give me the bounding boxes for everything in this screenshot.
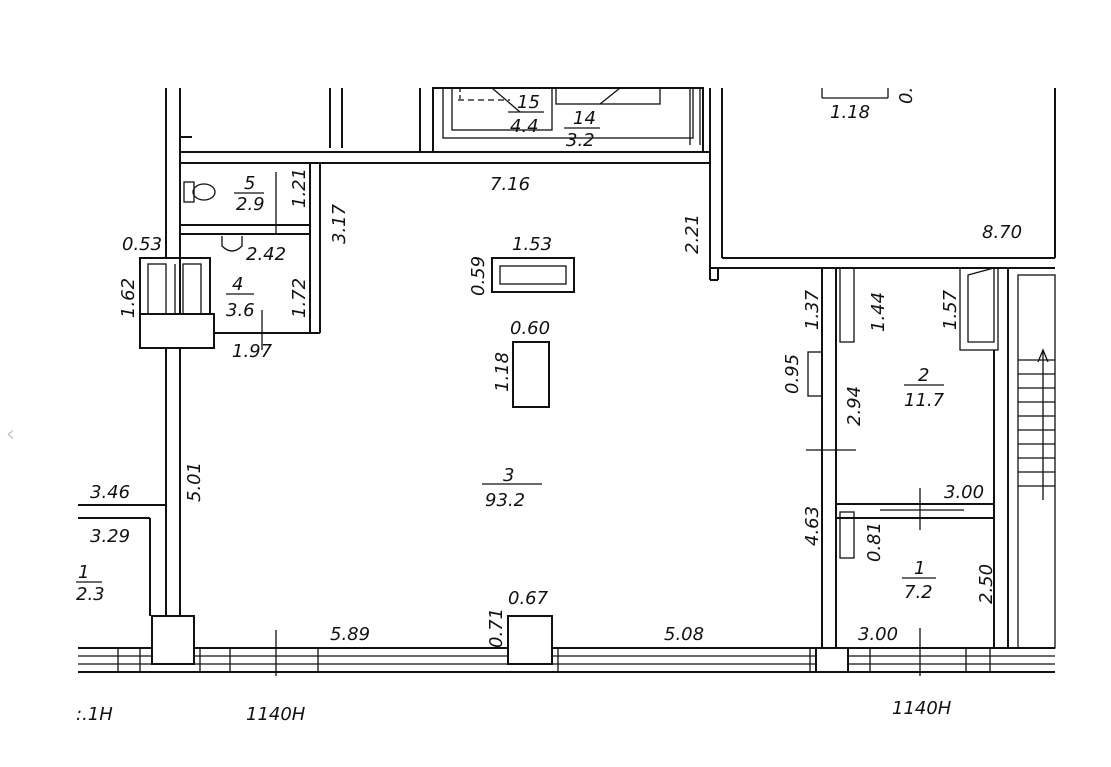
- dim-0-53: 0.53: [122, 234, 162, 255]
- dim-0-top: 0.: [896, 87, 917, 104]
- dim-1-18: 1.18: [492, 352, 513, 392]
- dim-3-17: 3.17: [329, 203, 350, 244]
- previous-image-arrow-icon[interactable]: ‹: [6, 422, 15, 447]
- dimensions: 7.16 8.70 1.18 0. 1.21 3.17 2.42 0.53 1.…: [90, 87, 1022, 648]
- room-left-area: 2.3: [76, 584, 105, 605]
- dim-7-16: 7.16: [490, 174, 530, 195]
- dim-0-81: 0.81: [864, 522, 885, 562]
- dim-3-00-bottom: 3.00: [858, 624, 898, 645]
- dim-5-89: 5.89: [330, 624, 370, 645]
- room-5-area: 2.9: [236, 194, 265, 215]
- dim-1-62: 1.62: [118, 278, 139, 318]
- height-mark-right: 1140H: [892, 698, 952, 719]
- dim-2-42: 2.42: [246, 244, 286, 265]
- room-5-number: 5: [244, 173, 255, 194]
- dim-2-21: 2.21: [682, 214, 703, 254]
- dim-2-50: 2.50: [976, 564, 997, 604]
- height-mark-left-b: 1140H: [246, 704, 306, 725]
- room-14-number: 14: [573, 108, 596, 129]
- dim-0-60: 0.60: [510, 318, 550, 339]
- dim-3-29: 3.29: [90, 526, 130, 547]
- dim-0-59: 0.59: [468, 256, 489, 296]
- height-marks: :.1H 1140H 1140H: [76, 698, 952, 725]
- room-4-area: 3.6: [226, 300, 255, 321]
- room-2-number: 2: [918, 365, 929, 386]
- dim-3-46: 3.46: [90, 482, 130, 503]
- dim-1-57: 1.57: [940, 289, 961, 330]
- dim-1-18-top: 1.18: [830, 102, 870, 123]
- dim-1-72: 1.72: [289, 278, 310, 318]
- room-left-number: 1: [78, 562, 89, 583]
- dim-1-53: 1.53: [512, 234, 552, 255]
- dim-1-44: 1.44: [868, 292, 889, 332]
- dim-4-63: 4.63: [802, 506, 823, 546]
- room-2-area: 11.7: [904, 390, 945, 411]
- dim-5-01: 5.01: [184, 462, 205, 502]
- dim-0-71: 0.71: [486, 608, 507, 648]
- room-15-number: 15: [517, 92, 540, 113]
- stairs: [1018, 348, 1055, 500]
- room-14-area: 3.2: [566, 130, 595, 151]
- dim-3-00-top: 3.00: [944, 482, 984, 503]
- room-labels: 5 2.9 4 3.6 3 93.2 2 11.7 1 7.2 15 4.4 1…: [76, 92, 945, 605]
- walls: [78, 87, 1056, 676]
- room-1-number: 1: [914, 558, 925, 579]
- room-1-area: 7.2: [904, 582, 933, 603]
- dim-2-94: 2.94: [844, 386, 865, 426]
- room-3-number: 3: [503, 465, 514, 486]
- height-mark-left-a: :.1H: [76, 704, 113, 725]
- room-3-area: 93.2: [485, 490, 525, 511]
- dim-8-70: 8.70: [982, 222, 1022, 243]
- dim-1-97: 1.97: [232, 341, 273, 362]
- room-15-area: 4.4: [510, 116, 539, 137]
- dim-0-67: 0.67: [508, 588, 549, 609]
- dim-5-08: 5.08: [664, 624, 704, 645]
- room-4-number: 4: [232, 274, 243, 295]
- dim-1-21: 1.21: [289, 168, 310, 208]
- dim-0-95: 0.95: [782, 354, 803, 394]
- dim-1-37: 1.37: [802, 289, 823, 330]
